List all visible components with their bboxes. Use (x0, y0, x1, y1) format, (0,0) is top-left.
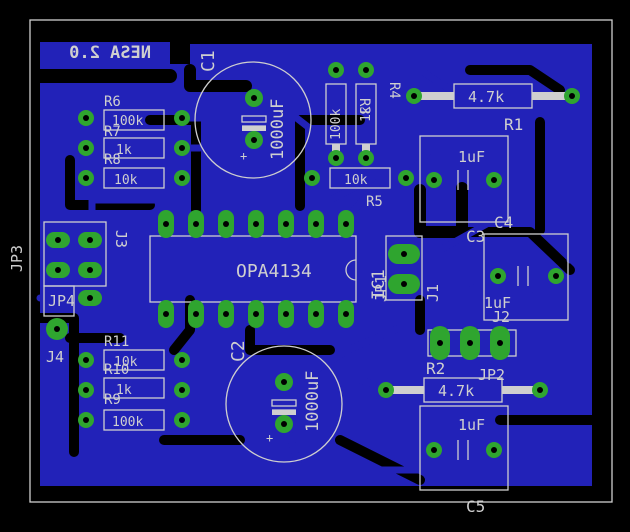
svg-text:10k: 10k (114, 173, 138, 188)
svg-text:1000uF: 1000uF (303, 371, 323, 432)
capacitor-c2: + 1000uF C2 (225, 340, 343, 463)
reference-labels: R6 R7 R8 R11 R10 R9 R5 R1 R2 R3 R4 C3 C4… (8, 82, 523, 516)
svg-text:R7: R7 (104, 124, 121, 140)
svg-text:R1: R1 (504, 115, 523, 134)
svg-text:+: + (240, 149, 247, 163)
svg-text:J4: J4 (46, 348, 64, 366)
svg-text:100k: 100k (112, 415, 143, 430)
svg-text:C1: C1 (198, 50, 219, 72)
svg-text:10k: 10k (114, 355, 138, 370)
svg-text:100k: 100k (112, 114, 143, 129)
svg-text:R8: R8 (104, 152, 121, 168)
svg-text:1uF: 1uF (484, 294, 511, 312)
capacitor-c1: + 1000uF C1 (194, 50, 312, 179)
svg-text:10k: 10k (344, 173, 368, 188)
svg-text:R5: R5 (366, 194, 383, 210)
svg-text:JP3: JP3 (8, 245, 26, 272)
svg-text:OPA4134: OPA4134 (236, 261, 312, 282)
svg-text:R6: R6 (104, 94, 121, 110)
svg-text:1uF: 1uF (458, 148, 485, 166)
board-outline (29, 19, 613, 503)
resistor-values: 100k 1k 10k 10k 1k 100k 10k 4.7k 4.7k 10… (112, 88, 504, 430)
svg-text:1k: 1k (116, 143, 132, 158)
svg-text:1000uF: 1000uF (268, 99, 288, 160)
svg-text:1k: 1k (359, 106, 374, 122)
svg-text:R9: R9 (104, 392, 121, 408)
svg-text:1uF: 1uF (458, 416, 485, 434)
svg-text:J3: J3 (112, 230, 130, 248)
svg-text:C4: C4 (494, 213, 513, 232)
svg-text:R11: R11 (104, 334, 129, 350)
svg-text:4.7k: 4.7k (438, 382, 474, 400)
svg-text:JP1: JP1 (372, 275, 390, 302)
svg-text:JP2: JP2 (478, 366, 505, 384)
board-title: NESA 2.0 (69, 43, 151, 63)
svg-text:R10: R10 (104, 362, 129, 378)
svg-text:R4: R4 (386, 82, 402, 99)
svg-text:JP4: JP4 (48, 292, 75, 310)
capacitor-outlines (43, 135, 569, 491)
svg-text:C5: C5 (466, 497, 485, 516)
svg-text:R3: R3 (356, 98, 372, 115)
svg-text:1k: 1k (116, 383, 132, 398)
ic-pads (158, 210, 354, 328)
svg-text:IC1: IC1 (369, 269, 389, 300)
svg-text:+: + (266, 431, 273, 445)
svg-text:4.7k: 4.7k (468, 88, 504, 106)
svg-text:C3: C3 (466, 227, 485, 246)
svg-text:J1: J1 (424, 284, 442, 302)
svg-text:J2: J2 (492, 308, 510, 326)
svg-text:C2: C2 (228, 340, 249, 362)
svg-text:100k: 100k (329, 109, 344, 140)
svg-text:R2: R2 (426, 359, 445, 378)
svg-text:NESA 2.0: NESA 2.0 (69, 43, 151, 63)
pads (46, 62, 580, 458)
